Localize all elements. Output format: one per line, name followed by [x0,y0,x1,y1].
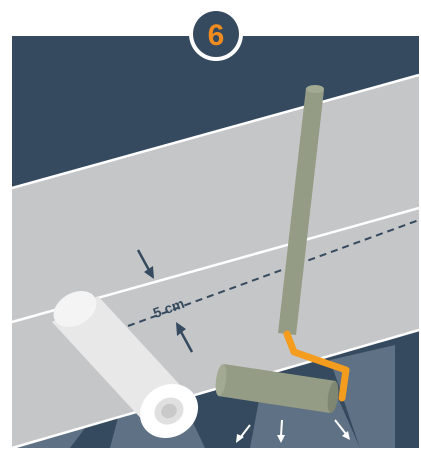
step-number-badge: 6 [189,7,243,61]
step-number: 6 [208,19,225,52]
